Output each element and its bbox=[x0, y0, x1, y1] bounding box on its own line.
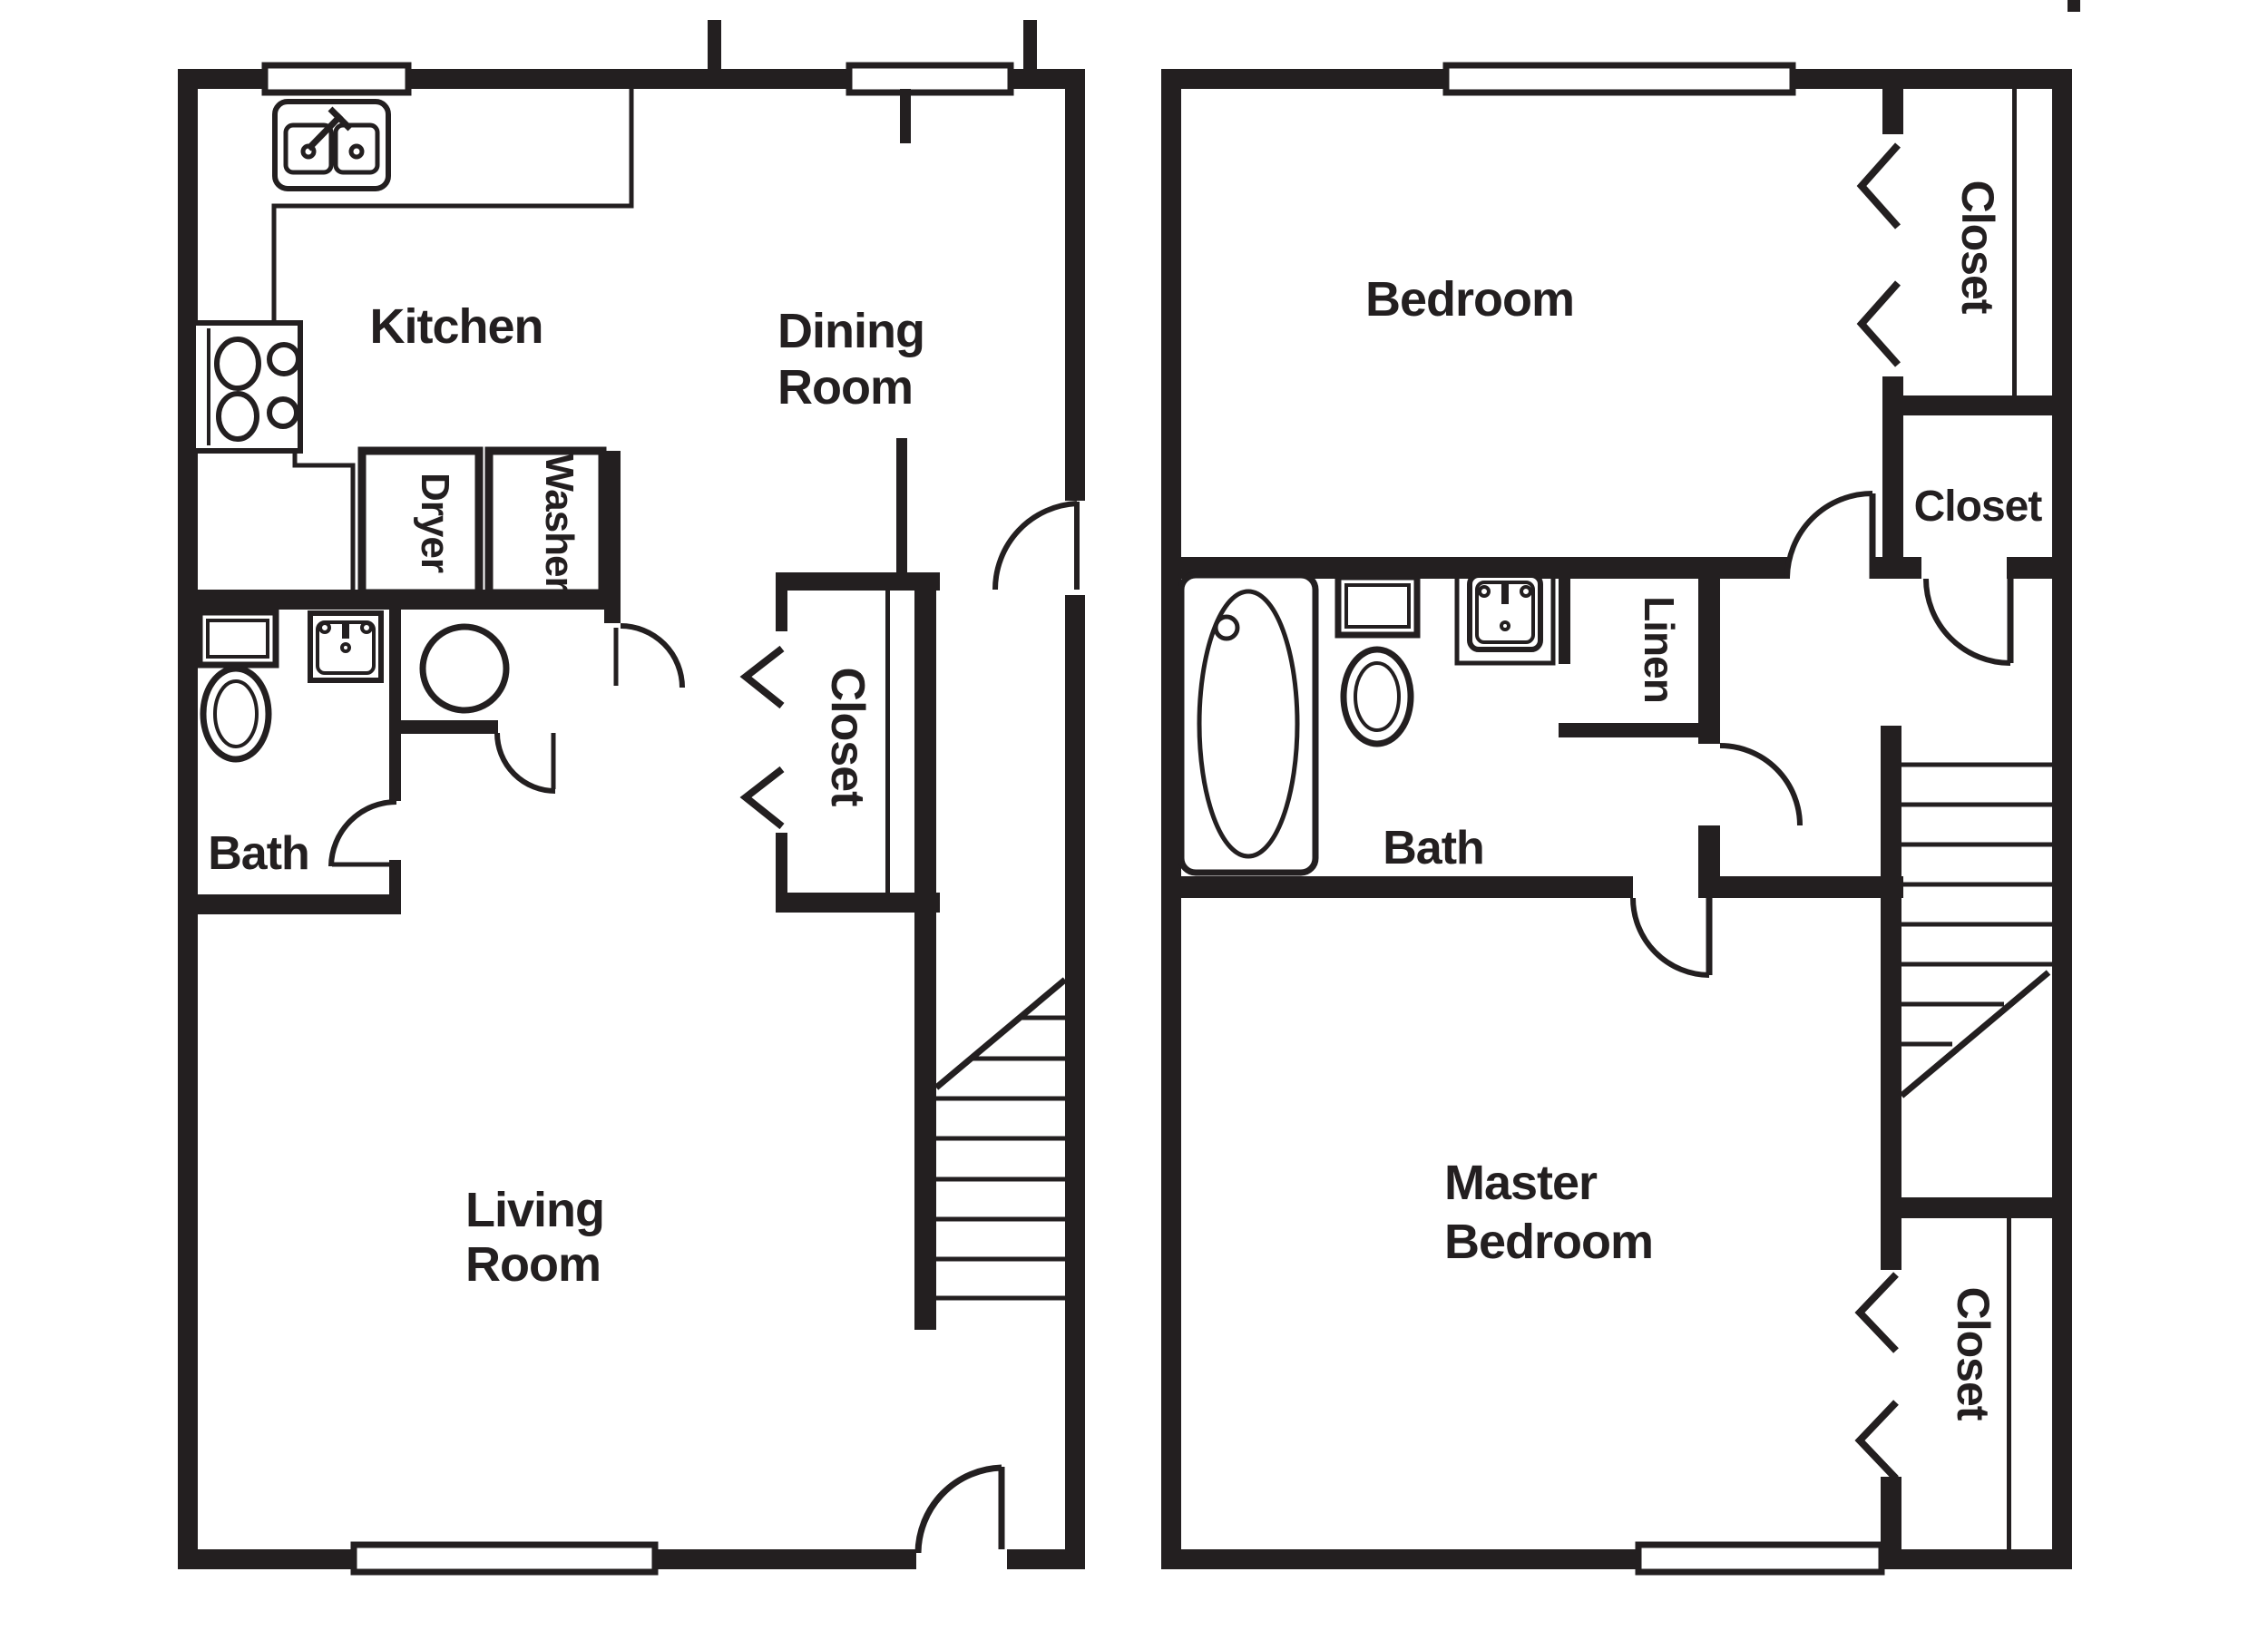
bifold-door-chevron-icon bbox=[1854, 1400, 1899, 1481]
window bbox=[1635, 1541, 1885, 1576]
bedroom-bottom-wall bbox=[2007, 557, 2052, 579]
washer-unit: Washer bbox=[484, 446, 607, 598]
closet-label: Closet bbox=[1952, 181, 2003, 315]
stair-break-line bbox=[934, 977, 1068, 1090]
closet-label: Closet bbox=[821, 668, 874, 807]
dryer-label: Dryer bbox=[413, 473, 457, 573]
washer-label: Washer bbox=[537, 454, 582, 591]
bifold-door-chevron-icon bbox=[1854, 1272, 1899, 1353]
bathtub bbox=[1178, 571, 1319, 876]
master-bedroom-label-line1: Master bbox=[1444, 1156, 1598, 1210]
closet-rod-line bbox=[2007, 1218, 2011, 1549]
window bbox=[350, 1541, 659, 1576]
closet-rod-line bbox=[2012, 89, 2017, 395]
patio-wall-stub bbox=[708, 20, 721, 73]
bifold-door-chevron-icon bbox=[739, 645, 785, 709]
second-floor-bath-sink bbox=[1454, 561, 1556, 666]
wall-stub bbox=[2068, 0, 2080, 12]
bath-label: Bath bbox=[1383, 822, 1484, 874]
bath-right-wall bbox=[389, 590, 401, 801]
window bbox=[261, 62, 412, 96]
kitchen-cabinet-edge bbox=[292, 451, 356, 592]
bath-bottom-wall bbox=[1709, 876, 1903, 898]
second-floor-stairs bbox=[1881, 726, 2052, 1266]
first-floor-doors bbox=[328, 501, 1080, 1554]
bath-bottom-wall bbox=[1181, 876, 1633, 898]
second-floor-plan: Closet Closet Linen bbox=[1161, 0, 2080, 1576]
stove bbox=[191, 320, 303, 454]
dryer-unit: Dryer bbox=[357, 446, 484, 598]
closet-label: Closet bbox=[1948, 1287, 1999, 1421]
laundry-wall bbox=[604, 451, 621, 623]
entry-wall-stub bbox=[896, 438, 907, 591]
linen-label: Linen bbox=[1636, 596, 1683, 703]
closet-label: Closet bbox=[1914, 483, 2043, 531]
dining-room-label-line2: Room bbox=[777, 360, 913, 415]
bath-bottom-wall bbox=[178, 894, 401, 914]
window bbox=[1442, 62, 1796, 96]
second-floor-doors bbox=[1630, 491, 2014, 978]
kitchen-label: Kitchen bbox=[369, 299, 543, 354]
kitchen-counter bbox=[271, 89, 634, 325]
patio-wall-stub bbox=[1023, 20, 1037, 73]
window bbox=[846, 62, 1014, 96]
bifold-door-chevron-icon bbox=[1856, 142, 1901, 229]
bedroom-closet: Closet bbox=[1856, 89, 2052, 415]
hall-wall bbox=[401, 720, 498, 734]
first-floor-outer-walls bbox=[178, 20, 1085, 1569]
master-closet: Closet bbox=[1854, 1218, 2011, 1549]
bedroom-label: Bedroom bbox=[1365, 272, 1574, 327]
bifold-door-chevron-icon bbox=[739, 766, 785, 830]
linen-closet: Linen bbox=[1559, 579, 1711, 737]
master-bedroom-label-line2: Bedroom bbox=[1444, 1215, 1653, 1269]
first-floor-stairs bbox=[914, 572, 1068, 1330]
hall-wall bbox=[1698, 825, 1720, 898]
dining-room-label-line1: Dining bbox=[777, 304, 924, 358]
living-room-label-line2: Room bbox=[465, 1237, 601, 1292]
kitchen-sink bbox=[272, 99, 391, 191]
bifold-door-chevron-icon bbox=[1856, 280, 1901, 367]
stair-break-line bbox=[1899, 970, 2051, 1098]
first-floor-closet: Closet bbox=[739, 572, 940, 913]
closet-rod-line bbox=[885, 591, 890, 893]
hall-wall bbox=[1698, 579, 1720, 744]
first-floor-bath-sink bbox=[308, 610, 384, 683]
water-heater bbox=[419, 623, 510, 714]
second-floor-toilet bbox=[1334, 573, 1421, 747]
bath-label: Bath bbox=[208, 827, 309, 880]
first-floor-toilet bbox=[196, 609, 279, 763]
kitchen-dining-stub bbox=[900, 89, 911, 143]
first-floor-plan: Dryer Washer bbox=[178, 20, 1085, 1576]
living-room-label-line1: Living bbox=[465, 1183, 604, 1237]
hall-closet: Closet bbox=[1882, 413, 2043, 579]
